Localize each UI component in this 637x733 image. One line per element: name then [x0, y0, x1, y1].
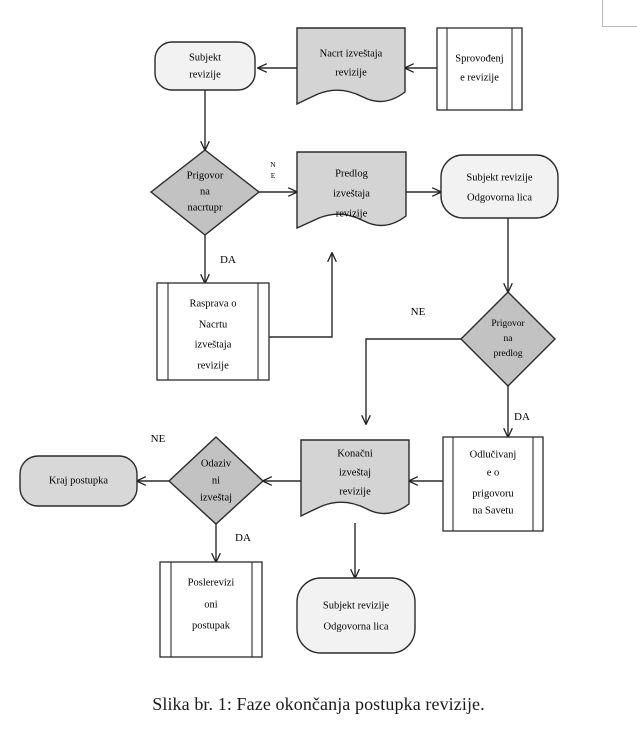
kraj-line-1: Kraj postupka — [49, 475, 109, 486]
edge-label-layer: N E DA NE DA NE DA — [151, 160, 530, 544]
node-odlucivanje-o-prigovoru: Odlučivanj e o prigovoru na Savetu — [442, 436, 544, 532]
prigovor-nacrt-line-3: nacrtupr — [188, 202, 223, 213]
node-subjekt-revizije-2: Subjekt revizije Odgovorna lica — [440, 154, 559, 219]
predlog-line-1: Predlog — [335, 168, 368, 179]
figure-caption: Slika br. 1: Faze okončanja postupka rev… — [152, 694, 485, 714]
konacni-line-1: Konačni — [337, 448, 373, 459]
edge-label-ne-predlog: NE — [411, 306, 426, 318]
node-kraj-postupka: Kraj postupka — [19, 455, 138, 507]
predlog-line-2: izveštaja — [333, 188, 370, 199]
subjekt3-line-1: Subjekt revizije — [323, 600, 390, 611]
odlucivanje-line-4: na Savetu — [472, 505, 514, 516]
subjekt2-line-2: Odgovorna lica — [467, 192, 532, 203]
page-corner-mark — [602, 0, 637, 27]
prigovor-predlog-line-3: predlog — [493, 349, 522, 359]
prigovor-nacrt-line-2: na — [200, 186, 210, 197]
konacni-line-3: revizije — [339, 486, 371, 497]
rasprava-line-1: Rasprava o — [190, 298, 237, 309]
odazivni-line-3: izveštaj — [200, 492, 232, 503]
odazivni-line-1: Odaziv — [201, 458, 232, 469]
edge-rasprava-predlog — [263, 253, 332, 338]
nacrt-line-2: revizije — [335, 67, 367, 78]
konacni-line-2: izveštaj — [339, 467, 371, 478]
odlucivanje-line-1: Odlučivanj — [470, 449, 517, 460]
subjekt3-line-2: Odgovorna lica — [323, 621, 388, 632]
subjekt2-line-1: Subjekt revizije — [466, 172, 533, 183]
node-predlog-izvestaja-revizije: Predlog izveštaja revizije — [296, 151, 407, 230]
node-sprovodjenje-revizije: Sprovođenj e revizije — [436, 27, 523, 111]
node-prigovor-na-nacrt: Prigovor na nacrtupr — [149, 149, 261, 236]
edge-label-da-predlog: DA — [514, 411, 530, 423]
odlucivanje-line-2: e o — [487, 467, 500, 478]
node-poslerevizioni-postupak: Poslerevizi oni postupak — [159, 561, 263, 658]
edge-label-ne-odaziv: NE — [151, 433, 166, 445]
nacrt-line-1: Nacrt izveštaja — [320, 48, 383, 59]
connector-layer — [137, 68, 508, 578]
poslerevizioni-line-3: postupak — [192, 620, 231, 631]
subjekt1-line-2: revizije — [189, 69, 221, 80]
edge-label-da-nacrt: DA — [220, 254, 236, 266]
poslerevizioni-line-1: Poslerevizi — [188, 577, 235, 588]
node-konacni-izvestaj-revizije: Konačni izveštaj revizije — [300, 439, 410, 518]
prigovor-nacrt-line-1: Prigovor — [187, 170, 224, 181]
edge-label-da-odaziv: DA — [235, 532, 251, 544]
prigovor-predlog-line-2: na — [504, 334, 514, 344]
rasprava-line-3: izveštaja — [195, 339, 232, 350]
sprovodjenje-line-1: Sprovođenj — [455, 53, 503, 64]
node-subjekt-revizije-1: Subjekt revizije — [154, 41, 256, 91]
node-odazivni-izvestaj: Odaziv ni izveštaj — [167, 436, 265, 525]
edge-label-ne-nacrt-line2: E — [271, 171, 276, 180]
sprovodjenje-line-2: e revizije — [460, 72, 499, 83]
node-nacrt-izvestaja-revizije: Nacrt izveštaja revizije — [296, 27, 406, 106]
edge-prigovorpredlog-konacni-ne — [366, 338, 461, 424]
rasprava-line-2: Nacrtu — [199, 319, 228, 330]
node-subjekt-revizije-3: Subjekt revizije Odgovorna lica — [296, 577, 416, 654]
predlog-line-3: revizije — [336, 208, 368, 219]
node-prigovor-na-predlog: Prigovor na predlog — [460, 291, 556, 387]
rasprava-line-4: revizije — [197, 360, 229, 371]
subjekt1-line-1: Subjekt — [189, 52, 221, 63]
odazivni-line-2: ni — [212, 475, 220, 486]
flowchart-canvas: Sprovođenj e revizije Nacrt izveštaja re… — [19, 27, 559, 658]
odlucivanje-line-3: prigovoru — [472, 488, 514, 499]
prigovor-predlog-line-1: Prigovor — [491, 319, 525, 329]
node-rasprava-o-nacrtu: Rasprava o Nacrtu izveštaja revizije — [156, 282, 270, 381]
edge-label-ne-nacrt-line1: N — [270, 160, 276, 169]
poslerevizioni-line-2: oni — [204, 599, 218, 610]
